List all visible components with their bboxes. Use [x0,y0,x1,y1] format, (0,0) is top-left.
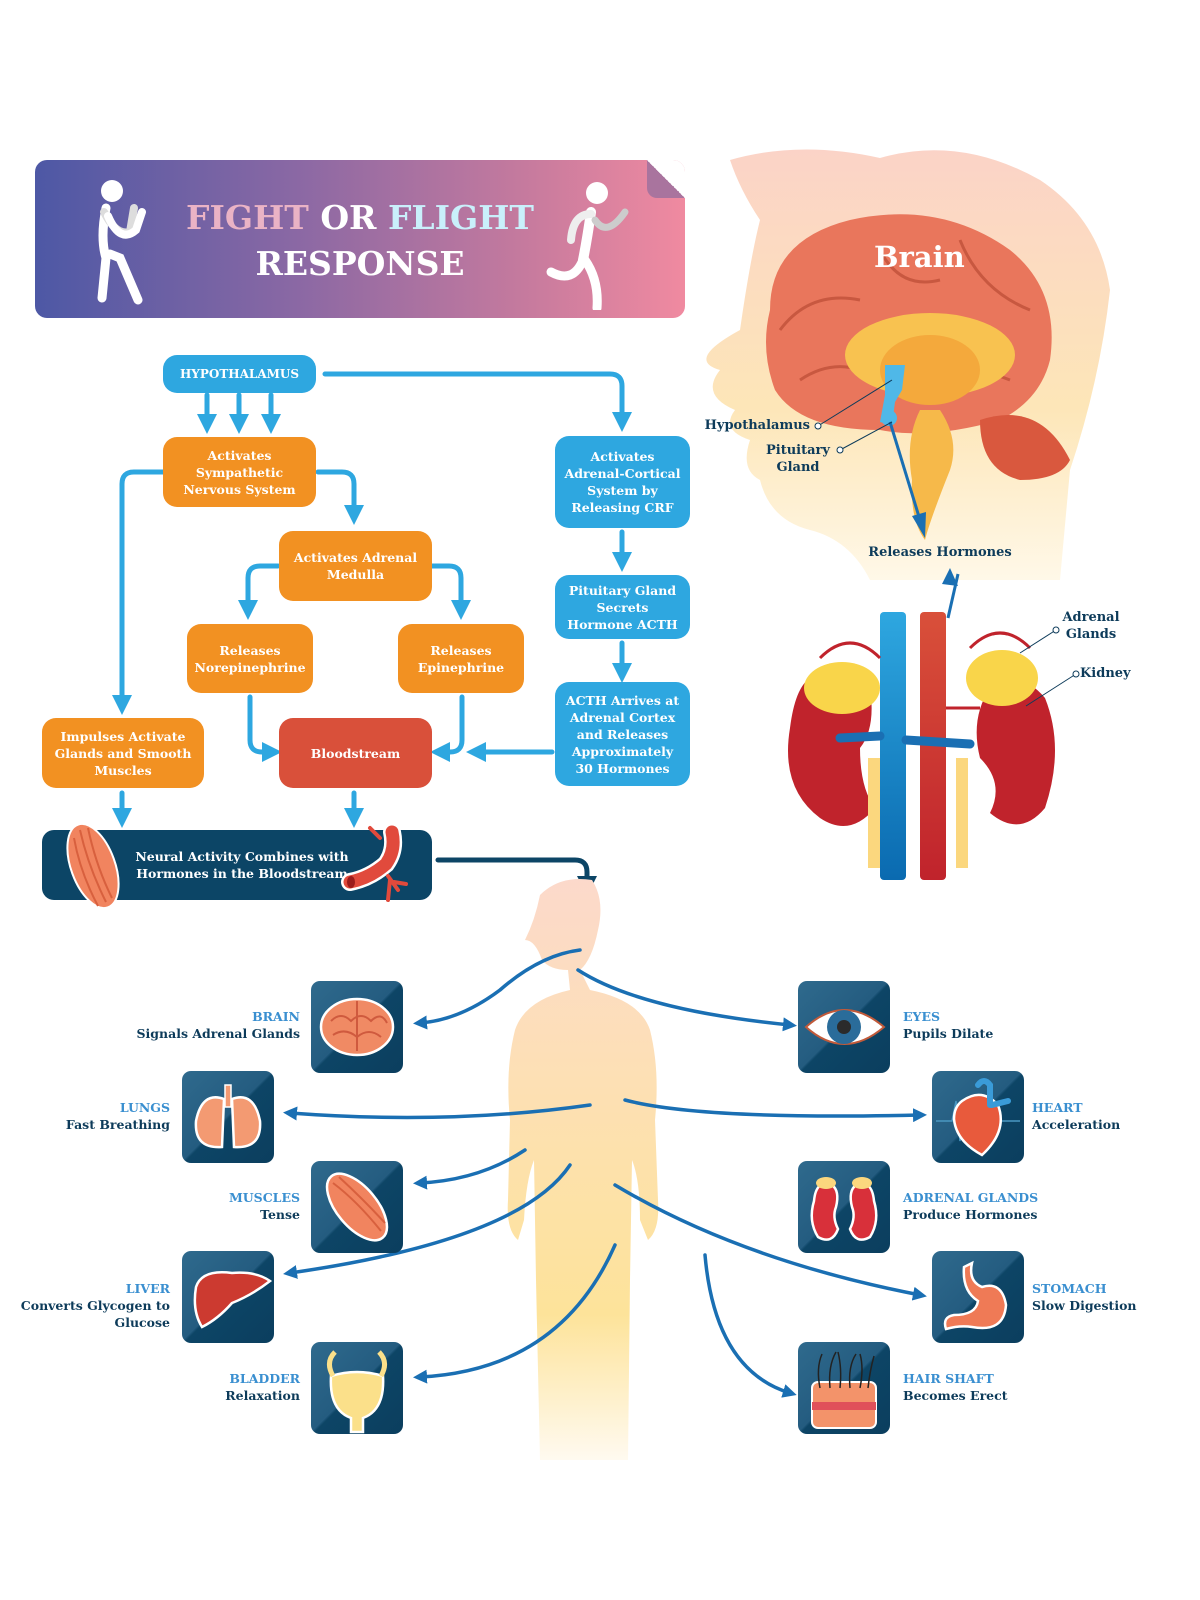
organ-lungs-label: LUNGS Fast Breathing [30,1099,170,1133]
organ-hair-label: HAIR SHAFT Becomes Erect [903,1370,1103,1404]
organ-eyes-label: EYES Pupils Dilate [903,1008,1103,1042]
blood-vessel-icon [341,824,408,902]
title-banner: FIGHT OR FLIGHT RESPONSE [35,160,685,318]
organ-arrows [283,948,927,1398]
organ-liver-label: LIVER Converts Glycogen to Glucose [20,1280,170,1331]
organ-heart-label: HEART Acceleration [1032,1099,1192,1133]
eye-icon [798,981,890,1073]
arrow-symp-to-impulses [112,469,166,715]
box-impulses: Impulses Activate Glands and Smooth Musc… [42,718,204,788]
organ-desc: Signals Adrenal Glands [136,1026,301,1041]
arrow-hypo-to-cortical [322,371,632,432]
title-fight: FIGHT [186,198,309,237]
arrow-medulla-to-epi [429,563,471,620]
title-response: RESPONSE [255,244,465,283]
organ-title: EYES [903,1009,941,1024]
arrow-symp-to-medulla [315,469,364,525]
box-adrenal-cortical: Activates Adrenal-Cortical System by Rel… [555,436,690,528]
liver-icon [182,1251,274,1343]
fighter-figure-icon [97,180,146,305]
organ-title: HEART [1032,1100,1083,1115]
title-line-1: FIGHT OR FLIGHT [180,198,540,237]
organ-title: BRAIN [252,1009,300,1024]
box-norepinephrine: Releases Norepinephrine [187,624,313,693]
heart-icon [932,1071,1024,1163]
arrow-medulla-to-norepi [238,563,281,620]
arrow-to-hair [703,1253,797,1398]
arrow-norepi-to-blood [247,694,282,762]
arrow-epi-to-blood [430,694,465,762]
organ-desc: Pupils Dilate [903,1026,994,1041]
organ-title: HAIR SHAFT [903,1371,994,1386]
flowchart-arrows [112,371,632,896]
title-or: OR [320,198,377,237]
organ-bladder-label: BLADDER Relaxation [150,1370,300,1404]
runner-figure-icon [546,182,629,310]
stomach-icon [932,1251,1024,1343]
arrow-to-muscles [413,1148,527,1190]
adrenal-glands-label: Adrenal Glands [1062,610,1120,642]
box-epinephrine: Releases Epinephrine [398,624,524,693]
organ-desc: Relaxation [225,1388,300,1403]
organ-stomach-label: STOMACH Slow Digestion [1032,1280,1192,1314]
adrenal-glands-icon [798,1161,890,1253]
head-brain-illustration [706,149,1110,580]
organ-title: BLADDER [229,1371,300,1386]
box-adrenal-medulla: Activates Adrenal Medulla [279,531,432,601]
title-flight: FLIGHT [387,198,534,237]
organ-desc: Becomes Erect [903,1388,1008,1403]
organ-desc: Acceleration [1032,1117,1121,1132]
arrow-to-stomach [613,1183,927,1301]
organ-desc: Produce Hormones [903,1207,1038,1222]
box-pituitary: Pituitary Gland Secrets Hormone ACTH [555,575,690,639]
releases-hormones-label: Releases Hormones [868,545,1012,560]
arrow-to-eyes [576,968,797,1032]
organ-desc: Tense [260,1207,300,1222]
organ-desc: Slow Digestion [1032,1298,1137,1313]
organ-title: ADRENAL GLANDS [903,1190,1039,1205]
muscle-fiber-icon [66,822,120,910]
banner-fold-corner [647,160,685,198]
pituitary-gland-label: Pituitary Gland [766,443,830,475]
brain-icon [311,981,403,1073]
arrow-to-heart [623,1098,927,1123]
muscle-icon [311,1161,403,1253]
brain-label: Brain [874,240,965,274]
organ-title: LUNGS [119,1100,170,1115]
organ-desc: Converts Glycogen to Glucose [20,1298,170,1330]
bladder-icon [311,1342,403,1434]
box-hypothalamus: HYPOTHALAMUS [163,355,316,393]
box-bloodstream: Bloodstream [279,718,432,788]
lungs-icon [182,1071,274,1163]
arrow-to-bladder [413,1243,617,1384]
organ-brain-label: BRAIN Signals Adrenal Glands [100,1008,301,1042]
organ-title: MUSCLES [228,1190,300,1205]
box-acth: ACTH Arrives at Adrenal Cortex and Relea… [555,682,690,786]
arrow-to-lungs [283,1103,592,1121]
body-silhouette [507,879,659,1460]
organ-adrenal-label: ADRENAL GLANDS Produce Hormones [903,1189,1103,1223]
organ-title: LIVER [125,1281,170,1296]
organ-muscles-label: MUSCLES Tense [150,1189,300,1223]
box-sympathetic: Activates Sympathetic Nervous System [163,437,316,507]
arrow-to-liver [283,1163,572,1279]
kidney-label: Kidney [1080,666,1131,681]
arrow-to-brain [413,948,582,1030]
organ-title: STOMACH [1032,1281,1107,1296]
hypothalamus-label: Hypothalamus [704,418,810,433]
hair-shaft-icon [798,1342,890,1434]
kidneys-illustration [788,568,1080,880]
neural-activity-text: Neural Activity Combines with Hormones i… [135,849,349,881]
arrow-neural-to-body [435,857,597,896]
organ-desc: Fast Breathing [65,1117,170,1132]
